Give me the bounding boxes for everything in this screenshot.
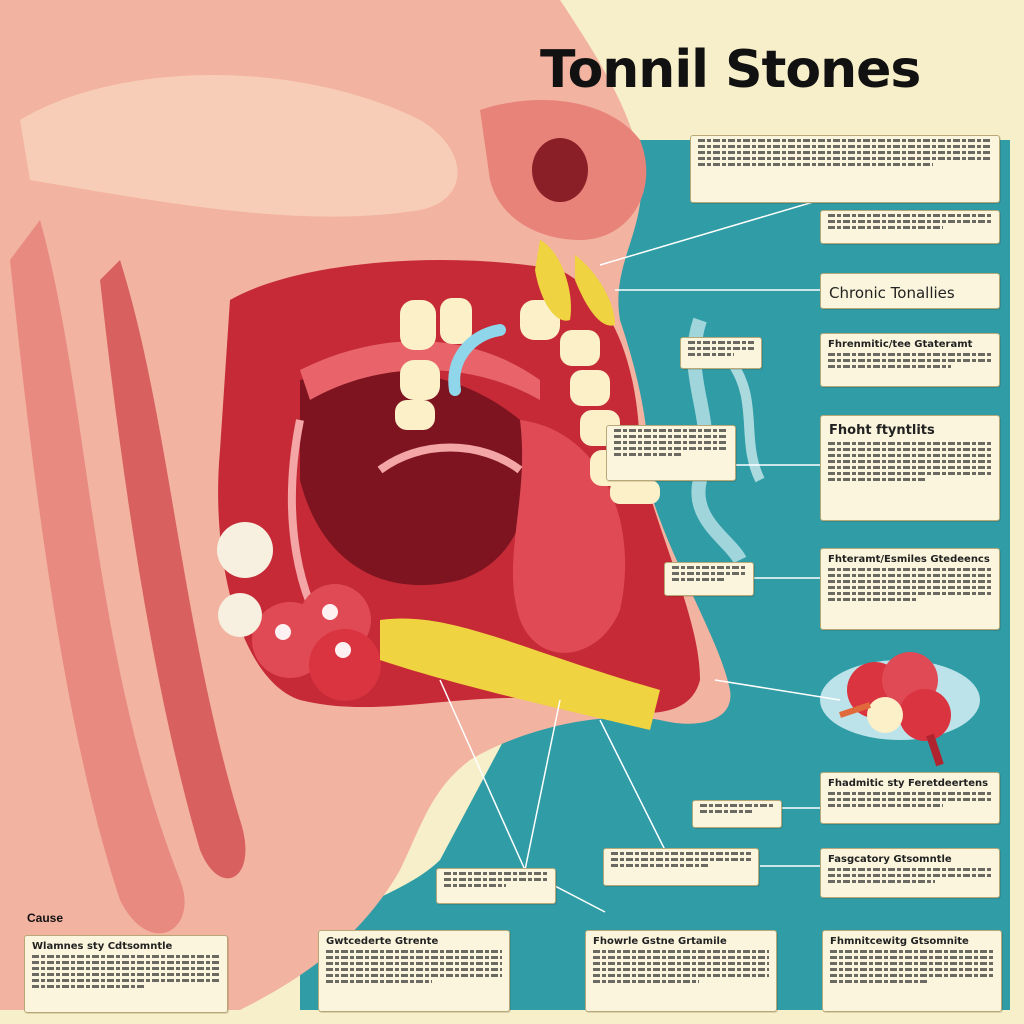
text-box-d: Fasgcatory Gtsomntle bbox=[820, 848, 1000, 898]
bottom-box-1: Wlamnes sty Cdtsomntle bbox=[24, 935, 228, 1013]
text-box-b: Fhteramt/Esmiles Gtedeencs bbox=[820, 548, 1000, 630]
page-title: Tonnil Stones bbox=[540, 40, 921, 100]
bottom-box-2-heading: Gwtcederte Gtrente bbox=[326, 936, 439, 947]
tonsil-cluster bbox=[217, 522, 381, 701]
tonsil-stone-upper bbox=[535, 240, 571, 321]
bottom-box-3-heading: Fhowrle Gstne Grtamile bbox=[593, 936, 727, 947]
bottom-box-4: Fhmnitcewitg Gtsomnite bbox=[822, 930, 1002, 1012]
throat bbox=[300, 370, 528, 586]
text-box-c: Fhadmitic sty Feretdeertens bbox=[820, 772, 1000, 824]
forehead-highlight bbox=[20, 75, 458, 217]
text-box-top bbox=[690, 135, 1000, 203]
neck-muscle-mid bbox=[100, 260, 246, 879]
tonsil-stone-upper-2 bbox=[575, 255, 615, 326]
callout-3 bbox=[664, 562, 754, 596]
cause-heading: Cause bbox=[27, 911, 64, 925]
text-box-small bbox=[820, 210, 1000, 244]
bottom-box-4-heading: Fhmnitcewitg Gtsomnite bbox=[830, 936, 969, 947]
bottom-box-3: Fhowrle Gstne Grtamile bbox=[585, 930, 777, 1012]
text-box-b-heading: Fhteramt/Esmiles Gtedeencs bbox=[828, 554, 990, 565]
tonsil-diagram bbox=[820, 652, 980, 767]
chronic-label-box: Chronic Tonallies bbox=[820, 273, 1000, 309]
callout-4 bbox=[692, 800, 782, 828]
fhoht-label: Fhoht ftyntlits bbox=[829, 423, 935, 438]
soft-palate bbox=[300, 341, 540, 400]
text-box-d-heading: Fasgcatory Gtsomntle bbox=[828, 854, 952, 865]
nostril bbox=[532, 138, 588, 202]
hyoid-bone bbox=[380, 618, 660, 730]
callout-6 bbox=[436, 868, 556, 904]
bottom-box-2: Gwtcederte Gtrente bbox=[318, 930, 510, 1012]
breath-wisp-2 bbox=[725, 357, 765, 483]
text-box-c-heading: Fhadmitic sty Feretdeertens bbox=[828, 778, 989, 789]
callout-2 bbox=[606, 425, 736, 481]
callout-1 bbox=[680, 337, 762, 369]
bottom-box-1-heading: Wlamnes sty Cdtsomntle bbox=[32, 941, 173, 952]
text-box-a-heading: Fhrenmitic/tee Gtateramt bbox=[828, 339, 973, 350]
chronic-label: Chronic Tonallies bbox=[829, 284, 955, 302]
neck-muscle-left bbox=[10, 220, 185, 934]
fhoht-box: Fhoht ftyntlits bbox=[820, 415, 1000, 521]
leader-lines bbox=[439, 199, 841, 913]
callout-5 bbox=[603, 848, 759, 886]
vessel-cross bbox=[377, 443, 523, 474]
tube bbox=[448, 324, 506, 396]
text-box-a: Fhrenmitic/tee Gtateramt bbox=[820, 333, 1000, 387]
